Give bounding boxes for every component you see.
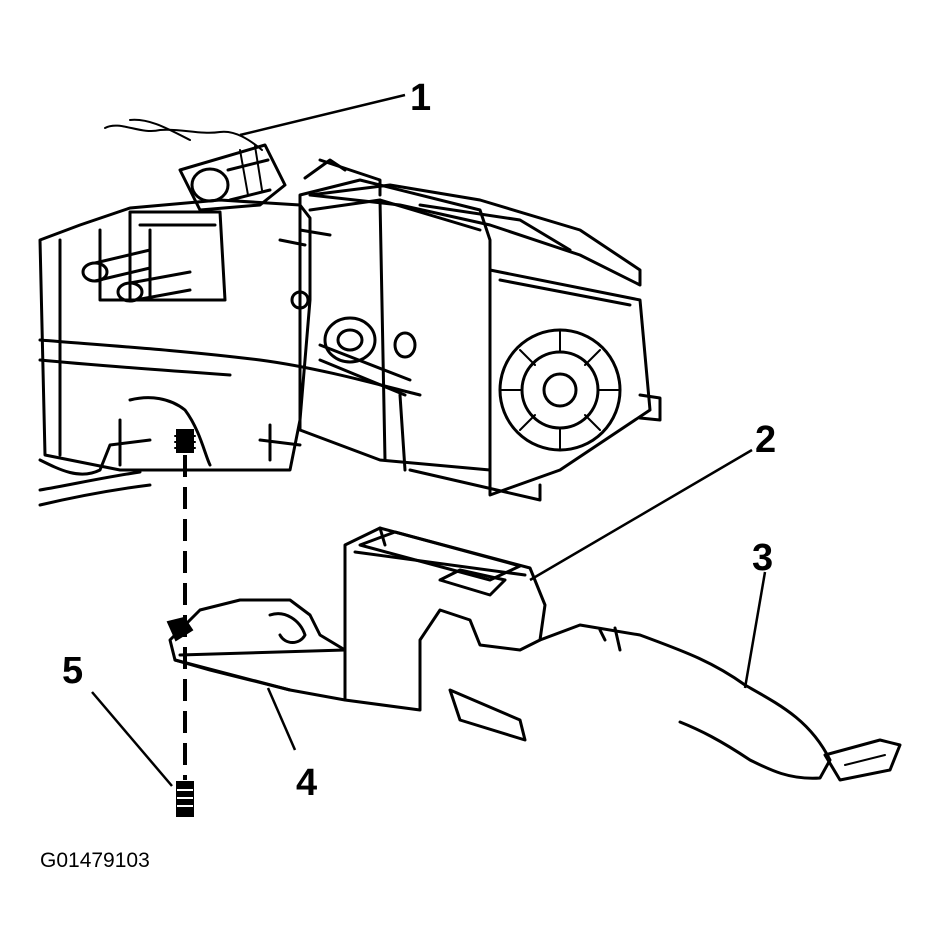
front-floor-duct [168, 598, 347, 702]
hvac-module-housing [38, 118, 662, 507]
floor-duct-adapter [343, 526, 547, 742]
leader-line-3 [743, 571, 767, 689]
callout-2: 2 [755, 419, 776, 461]
callout-1: 1 [410, 77, 431, 119]
figure-id: G01479103 [40, 849, 150, 872]
duct-retaining-clip [166, 616, 194, 642]
callout-3: 3 [752, 537, 773, 579]
leader-line-5 [91, 691, 173, 787]
callout-5: 5 [62, 650, 83, 692]
module-mounting-boss [174, 429, 196, 453]
callout-4: 4 [296, 762, 317, 804]
rear-floor-duct [538, 623, 902, 782]
duct-screw [176, 781, 194, 817]
leader-line-2 [529, 448, 753, 582]
leader-line-1 [239, 93, 406, 137]
leader-line-4 [266, 687, 297, 751]
